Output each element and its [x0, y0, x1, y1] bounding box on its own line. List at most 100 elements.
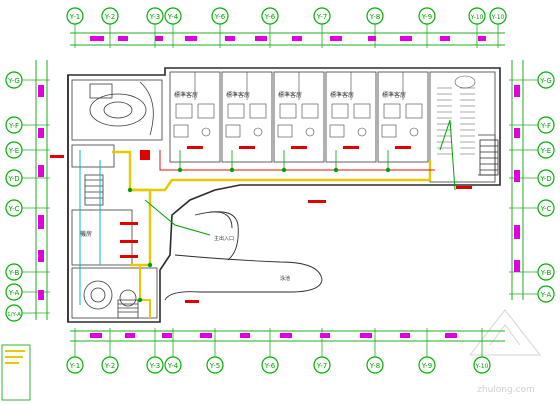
axis-label: Y-3 — [149, 362, 160, 370]
axis-label: Y-3 — [149, 13, 160, 21]
axis-label: Y-E — [8, 147, 19, 155]
axis-label: Y-G — [539, 77, 552, 85]
legend-box — [1, 344, 31, 401]
grid-bubble: Y-2 — [101, 356, 119, 374]
axis-label: Y-F — [540, 122, 551, 130]
grid-bubble: Y-D — [5, 169, 23, 187]
junction-icon — [137, 297, 143, 303]
grid-bubble: Y-10 — [468, 7, 486, 25]
grid-bubble: Y-6 — [261, 356, 279, 374]
bed-icon — [279, 103, 297, 119]
axis-label: Y-D — [7, 175, 19, 183]
bed-icon — [197, 103, 215, 119]
junction-icon — [333, 167, 339, 173]
axis-label: Y-10 — [470, 14, 484, 21]
grid-bubble: Y-C — [5, 199, 23, 217]
grid-axes-right: Y-G Y-F Y-E Y-D Y-C Y-B Y-A — [537, 71, 555, 303]
grid-bubble: Y-4 — [164, 7, 182, 25]
grid-bubble: Y-8 — [366, 7, 384, 25]
grid-bubble: Y-10 — [473, 356, 491, 374]
junction-icon — [229, 167, 235, 173]
axis-label: Y-10 — [491, 14, 505, 21]
bed-icon — [383, 103, 401, 119]
bathroom-icon — [225, 124, 241, 138]
grid-bubble: Y-9 — [418, 7, 436, 25]
grid-bubble: Y-6 — [261, 7, 279, 25]
grid-bubble: Y-9 — [418, 356, 436, 374]
bed-icon — [353, 103, 371, 119]
bed-icon — [301, 103, 319, 119]
pool-note: 泳池 — [280, 275, 290, 282]
grid-bubble: Y-F — [537, 116, 555, 134]
table-icon — [253, 127, 263, 137]
axis-label: Y-7 — [316, 362, 327, 370]
grid-bubble: Y-A — [5, 283, 23, 301]
grid-bubble: Y-E — [5, 141, 23, 159]
junction-icon — [147, 262, 153, 268]
room-label: 標準客房 — [382, 91, 406, 99]
stair-note: 主出入口 — [214, 235, 234, 242]
grid-axes-bottom: Y-1 Y-2 Y-3 Y-4 Y-5 Y-6 Y-7 Y-8 Y-9 Y-10 — [66, 356, 491, 374]
grid-bubble: Y-B — [537, 263, 555, 281]
axis-label: Y-A — [8, 289, 20, 297]
fixture-icon — [454, 75, 476, 89]
axis-label: Y-8 — [369, 362, 380, 370]
grid-bubble: Y-G — [537, 71, 555, 89]
bed-icon — [405, 103, 423, 119]
junction-icon — [281, 167, 287, 173]
grid-bubble: Y-7 — [313, 7, 331, 25]
room-label: 標準客房 — [174, 91, 198, 99]
watermark: zhulong.com — [468, 309, 542, 395]
axis-label: Y-10 — [475, 363, 489, 370]
guest-rooms — [169, 71, 496, 183]
axis-label: Y-2 — [104, 13, 115, 21]
stairs — [479, 139, 499, 176]
bathroom-icon — [277, 124, 293, 138]
grid-bubble: 1/Y-A — [5, 304, 23, 322]
bed-icon — [249, 103, 267, 119]
axis-label: Y-D — [539, 175, 551, 183]
grid-bubble: Y-1 — [66, 7, 84, 25]
axis-label: Y-9 — [421, 13, 432, 21]
bed-icon — [331, 103, 349, 119]
grid-bubble: Y-1 — [66, 356, 84, 374]
axis-label: Y-8 — [369, 13, 380, 21]
grid-bubble: Y-7 — [313, 356, 331, 374]
junction-icon — [177, 167, 183, 173]
grid-bubble: Y-D — [537, 169, 555, 187]
grid-bubble: Y-4 — [164, 356, 182, 374]
room-label: 標準客房 — [330, 91, 354, 99]
axis-label: Y-2 — [104, 362, 115, 370]
grid-bubble: Y-E — [537, 141, 555, 159]
axis-label: Y-5 — [209, 362, 220, 370]
building-walls — [67, 67, 501, 323]
bed-icon — [175, 103, 193, 119]
axis-label: Y-G — [7, 77, 20, 85]
axis-label: Y-6 — [264, 13, 276, 21]
grid-bubble: Y-5 — [206, 356, 224, 374]
grid-bubble: Y-B — [5, 263, 23, 281]
room-label: 標準客房 — [226, 91, 250, 99]
grid-bubble: Y-2 — [101, 7, 119, 25]
axis-label: Y-4 — [167, 13, 179, 21]
grid-axes-left: Y-G Y-F Y-E Y-D Y-C Y-B Y-A 1/Y-A — [5, 71, 23, 322]
axis-label: Y-4 — [167, 362, 179, 370]
grid-bubble: Y-A — [537, 285, 555, 303]
grid-bubble: Y-3 — [146, 356, 164, 374]
grid-bubble: Y-8 — [366, 356, 384, 374]
grid-bubble: Y-G — [5, 71, 23, 89]
axis-label: Y-6 — [264, 362, 276, 370]
axis-label: Y-B — [540, 269, 552, 277]
junction-icon — [127, 187, 133, 193]
axis-label: Y-A — [540, 291, 552, 299]
bathroom-icon — [329, 124, 345, 138]
axis-label: Y-9 — [421, 362, 432, 370]
red-labels — [50, 146, 472, 303]
table-icon — [305, 127, 315, 137]
grid-bubble: Y-C — [537, 199, 555, 217]
cable-routes — [79, 119, 456, 318]
axis-label: Y-1 — [69, 362, 80, 370]
dimension-lines — [22, 24, 538, 357]
